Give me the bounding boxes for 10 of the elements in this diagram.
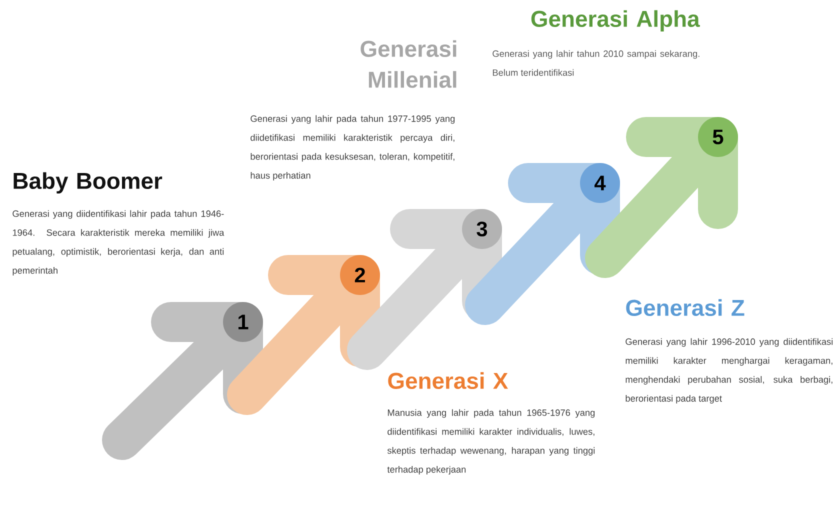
description-text: Manusia yang lahir pada tahun 1965-1976 yang diidentifikasi memiliki karakter individualis, luwes, skeptis terhadap wewenang, harapan yang tinggi terhadap pekerjaan — [387, 409, 595, 475]
heading: Generasi Z — [626, 299, 744, 316]
description-text: Generasi yang lahir tahun 2010 sampai sekarang. Belum teridentifikasi — [492, 50, 700, 76]
description-text: Generasi yang lahir 1996-2010 yang diidentifikasi memiliki karakter menghargai keragaman, menghendaki perubahan sosial, suka berbagi, berorientasi pada target — [626, 338, 833, 404]
description-text: Generasi yang lahir pada tahun 1977-1995 yang diidetifikasi memiliki karakteristik percaya diri, berorientasi pada kesuksesan, toleran, kompetitif, haus perhatian — [250, 115, 455, 181]
description-text: Generasi yang diidentifikasi lahir pada tahun 1946-1964. Secara karakteristik mereka memiliki jiwa petualang, optimistik, berorientasi kerja, dan anti pemerintah — [12, 210, 224, 276]
heading: Generasi Alpha — [531, 10, 700, 32]
heading: Generasi X — [388, 372, 508, 390]
heading: Generasi Millenial — [360, 40, 456, 88]
heading: Baby Boomer — [14, 172, 162, 194]
